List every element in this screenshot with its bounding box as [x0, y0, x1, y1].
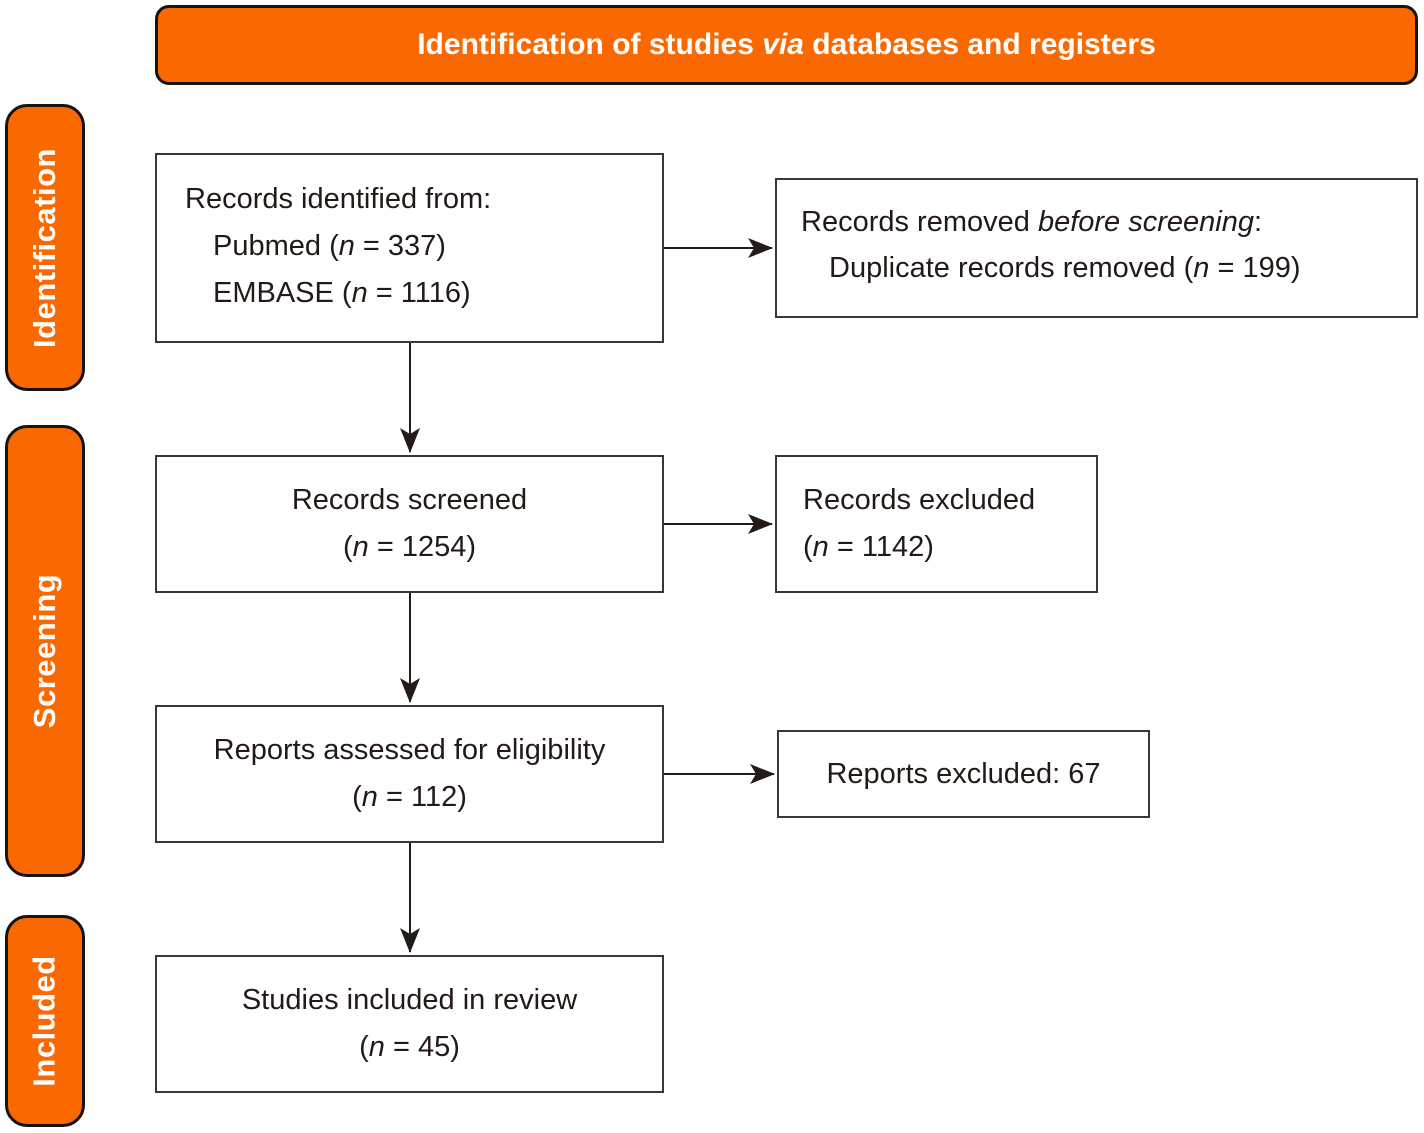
records-identified-pubmed: Pubmed (n = 337) — [213, 230, 446, 262]
stage-label-screening: Screening — [5, 425, 85, 877]
box-reports-assessed: Reports assessed for eligibility (n = 11… — [155, 705, 664, 843]
records-excluded-count: (n = 1142) — [803, 531, 934, 563]
diagram-title-text-via: via — [762, 28, 804, 61]
records-removed-line1: Records removed before screening: — [801, 206, 1263, 238]
stage-label-included: Included — [5, 915, 85, 1127]
box-records-excluded: Records excluded (n = 1142) — [775, 455, 1098, 593]
diagram-title-text-post: databases and registers — [803, 28, 1156, 61]
box-records-removed: Records removed before screening: Duplic… — [775, 178, 1418, 318]
records-excluded-line1: Records excluded — [803, 484, 1036, 516]
records-identified-line1: Records identified from: — [185, 183, 492, 215]
records-screened-count: (n = 1254) — [342, 531, 477, 563]
box-records-identified: Records identified from: Pubmed (n = 337… — [155, 153, 664, 343]
box-records-screened: Records screened (n = 1254) — [155, 455, 664, 593]
records-removed-duplicates: Duplicate records removed (n = 199) — [829, 252, 1301, 284]
box-studies-included: Studies included in review (n = 45) — [155, 955, 664, 1093]
studies-included-count: (n = 45) — [359, 1031, 460, 1063]
stage-label-identification: Identification — [5, 104, 85, 391]
stage-label-identification-text: Identification — [27, 147, 63, 348]
reports-excluded-label: Reports excluded: 67 — [826, 757, 1101, 790]
records-screened-line1: Records screened — [291, 484, 528, 516]
reports-assessed-count: (n = 112) — [352, 781, 467, 813]
diagram-title-banner: Identification of studies via databases … — [155, 5, 1418, 85]
stage-label-included-text: Included — [27, 955, 63, 1087]
diagram-title-text-pre: Identification of studies — [417, 28, 763, 61]
reports-assessed-line1: Reports assessed for eligibility — [213, 734, 606, 766]
studies-included-line1: Studies included in review — [241, 984, 578, 1016]
box-reports-excluded: Reports excluded: 67 — [777, 730, 1150, 818]
stage-label-screening-text: Screening — [27, 573, 63, 729]
records-identified-embase: EMBASE (n = 1116) — [213, 277, 471, 309]
